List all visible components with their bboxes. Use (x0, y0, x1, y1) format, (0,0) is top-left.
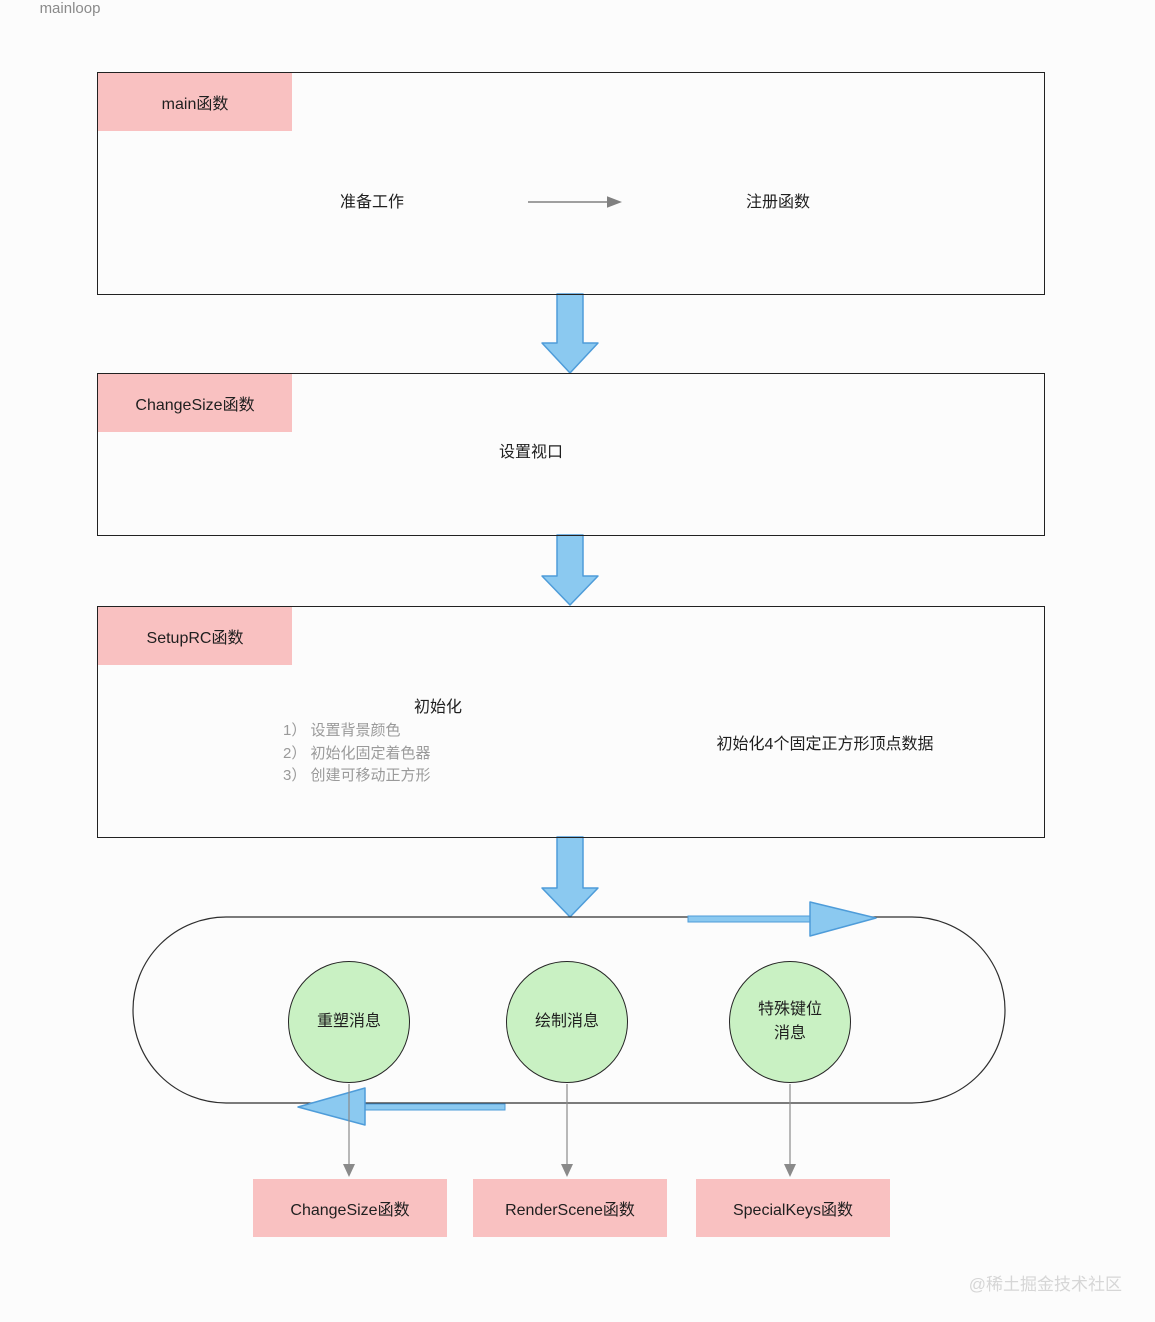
loop-arrow-bottom-line (364, 1103, 506, 1111)
watermark-text: @稀土掘金技术社区 (968, 1275, 1122, 1294)
specialkeys-message-circle: 特殊键位 消息 (729, 961, 851, 1083)
connector-render-arrow-head (561, 1164, 573, 1177)
reshape-message-text: 重塑消息 (316, 1013, 381, 1030)
init-step-1: 1） 设置背景颜色 (283, 722, 401, 739)
changesize-function-label: ChangeSize函数 (98, 374, 292, 432)
init-step-3: 3） 创建可移动正方形 (283, 767, 431, 784)
reshape-message-circle: 重塑消息 (288, 961, 410, 1083)
arrow-changesize-to-setuprc (541, 534, 599, 606)
renderscene-handler-box: RenderScene函数 (473, 1179, 667, 1237)
arrow-setuprc-to-mainloop (541, 836, 599, 918)
changesize-function-box (97, 373, 1045, 536)
draw-message-circle: 绘制消息 (506, 961, 628, 1083)
changesize-handler-box: ChangeSize函数 (253, 1179, 447, 1237)
setuprc-function-box (97, 606, 1045, 838)
prepare-to-register-arrow-head (607, 196, 622, 208)
connector-specialkeys-arrow-head (784, 1164, 796, 1177)
mainloop-stadium-outline (132, 916, 1006, 1104)
loop-arrow-top-head (809, 901, 877, 937)
specialkeys-handler-box: SpecialKeys函数 (696, 1179, 890, 1237)
specialkeys-message-text-line2: 消息 (773, 1025, 806, 1042)
setuprc-init-list: 初始化 1） 设置背景颜色 2） 初始化固定着色器 3） 创建可移动正方形 (283, 697, 593, 788)
init-squares-note-text: 初始化4个固定正方形顶点数据 (716, 736, 934, 753)
mainloop-label: mainloop (39, 0, 101, 17)
set-viewport-text: 设置视口 (498, 444, 563, 461)
loop-arrow-top-line (687, 915, 811, 923)
arrow-main-to-changesize (541, 293, 599, 374)
setuprc-function-label: SetupRC函数 (98, 607, 292, 665)
draw-message-text: 绘制消息 (534, 1013, 599, 1030)
prepare-work-text: 准备工作 (339, 194, 404, 211)
specialkeys-message-text-line1: 特殊键位 (757, 1001, 822, 1018)
init-step-2: 2） 初始化固定着色器 (283, 744, 431, 762)
connector-reshape-arrow-head (343, 1164, 355, 1177)
main-function-box (97, 72, 1045, 295)
main-function-label: main函数 (98, 73, 292, 131)
init-title-text: 初始化 (413, 699, 462, 716)
register-functions-text: 注册函数 (745, 194, 810, 211)
loop-arrow-bottom-head (297, 1087, 366, 1126)
